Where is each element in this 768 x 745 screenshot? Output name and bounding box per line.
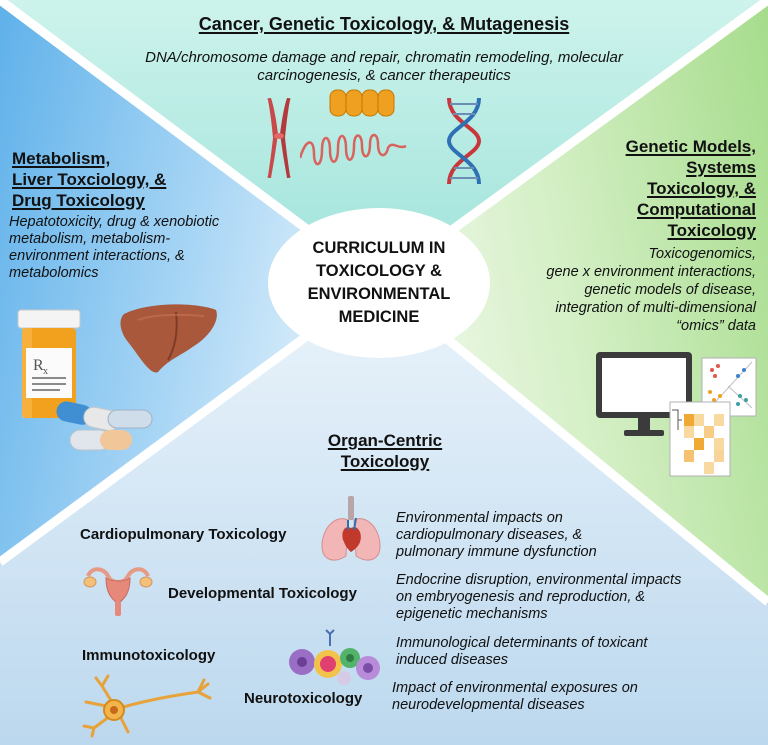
cardiopulmonary-description: Environmental impacts on cardiopulmonary… xyxy=(396,510,597,561)
chromatin-icon xyxy=(300,89,407,166)
pill-bottle-icon: R x xyxy=(17,309,81,418)
immunotoxicology-label: Immunotoxicology xyxy=(82,647,216,664)
right-description-line: Toxicogenomics, xyxy=(648,246,756,262)
top-quadrant xyxy=(0,0,768,283)
lungs-heart-icon xyxy=(321,496,381,561)
right-title-line: Genetic Models, xyxy=(625,137,756,156)
immune-cells-icon xyxy=(289,629,380,685)
right-title-line: Systems xyxy=(686,158,756,177)
bottom-title: Organ-Centric Toxicology xyxy=(270,430,500,472)
immunotoxicology-description: Immunological determinants of toxicant i… xyxy=(396,635,647,669)
neurotoxicology-description-line: neurodevelopmental diseases xyxy=(392,697,585,713)
rx-label: R xyxy=(33,357,44,374)
top-description: DNA/chromosome damage and repair, chroma… xyxy=(0,49,768,85)
svg-text:x: x xyxy=(43,366,48,377)
developmental-label: Developmental Toxicology xyxy=(168,585,357,602)
top-description-line: DNA/chromosome damage and repair, chroma… xyxy=(145,49,623,66)
computer-monitor-icon xyxy=(596,352,692,436)
neuron-icon xyxy=(82,674,212,738)
left-description-line: Hepatotoxicity, drug & xenobiotic xyxy=(9,214,220,230)
right-description: Toxicogenomics, gene x environment inter… xyxy=(546,245,756,335)
developmental-description-line: on embryogenesis and reproduction, & xyxy=(396,589,646,605)
right-description-line: integration of multi-dimensional xyxy=(555,300,756,316)
dna-helix-icon xyxy=(446,98,482,184)
cardiopulmonary-description-line: cardiopulmonary diseases, & xyxy=(396,527,583,543)
right-description-line: gene x environment interactions, xyxy=(546,264,756,280)
bottom-title-line: Toxicology xyxy=(340,452,430,471)
immunotoxicology-description-line: induced diseases xyxy=(396,652,509,668)
right-title: Genetic Models, Systems Toxicology, & Co… xyxy=(626,136,756,241)
center-title-line: CURRICULUM IN xyxy=(312,239,446,257)
center-title-line: TOXICOLOGY & xyxy=(316,262,442,280)
left-title: Metabolism, Liver Toxciology, & Drug Tox… xyxy=(12,148,166,211)
left-description-line: metabolomics xyxy=(9,265,99,281)
right-description-line: “omics” data xyxy=(676,318,756,334)
top-description-line: carcinogenesis, & cancer therapeutics xyxy=(257,67,511,84)
liver-icon xyxy=(120,304,217,373)
center-title-line: MEDICINE xyxy=(338,308,420,326)
uterus-icon xyxy=(83,567,153,616)
cardiopulmonary-label: Cardiopulmonary Toxicology xyxy=(80,526,287,543)
immunotoxicology-description-line: Immunological determinants of toxicant xyxy=(396,635,648,651)
right-title-line: Toxicology, & xyxy=(647,179,756,198)
center-title-line: ENVIRONMENTAL xyxy=(307,285,451,303)
developmental-description-line: Endocrine disruption, environmental impa… xyxy=(396,572,682,588)
cardiopulmonary-description-line: Environmental impacts on xyxy=(396,510,563,526)
right-title-line: Computational xyxy=(637,200,756,219)
bottom-title-line: Organ-Centric xyxy=(327,431,443,450)
top-title: Cancer, Genetic Toxicology, & Mutagenesi… xyxy=(198,14,570,34)
center-ellipse: CURRICULUM IN TOXICOLOGY & ENVIRONMENTAL… xyxy=(268,208,490,358)
center-title: CURRICULUM IN TOXICOLOGY & ENVIRONMENTAL… xyxy=(308,237,451,329)
right-title-line: Toxicology xyxy=(667,221,756,240)
developmental-description-line: epigenetic mechanisms xyxy=(396,606,548,622)
bottom-quadrant xyxy=(0,283,768,745)
chromosome-icon xyxy=(267,98,291,178)
heatmap-icon xyxy=(669,401,731,477)
left-description-line: environment interactions, & xyxy=(9,248,185,264)
cardiopulmonary-description-line: pulmonary immune dysfunction xyxy=(396,544,597,560)
left-description-line: metabolism, metabolism- xyxy=(9,231,171,247)
neurotoxicology-description: Impact of environmental exposures on neu… xyxy=(392,680,638,714)
left-title-line: Drug Toxicology xyxy=(12,191,145,210)
neurotoxicology-label: Neurotoxicology xyxy=(244,690,363,707)
right-description-line: genetic models of disease, xyxy=(584,282,756,298)
capsules-icon xyxy=(56,401,153,451)
neurotoxicology-description-line: Impact of environmental exposures on xyxy=(392,680,638,696)
left-title-line: Metabolism, xyxy=(12,149,111,168)
left-title-line: Liver Toxciology, & xyxy=(12,170,167,189)
developmental-description: Endocrine disruption, environmental impa… xyxy=(396,572,681,623)
left-description: Hepatotoxicity, drug & xenobiotic metabo… xyxy=(9,214,219,282)
